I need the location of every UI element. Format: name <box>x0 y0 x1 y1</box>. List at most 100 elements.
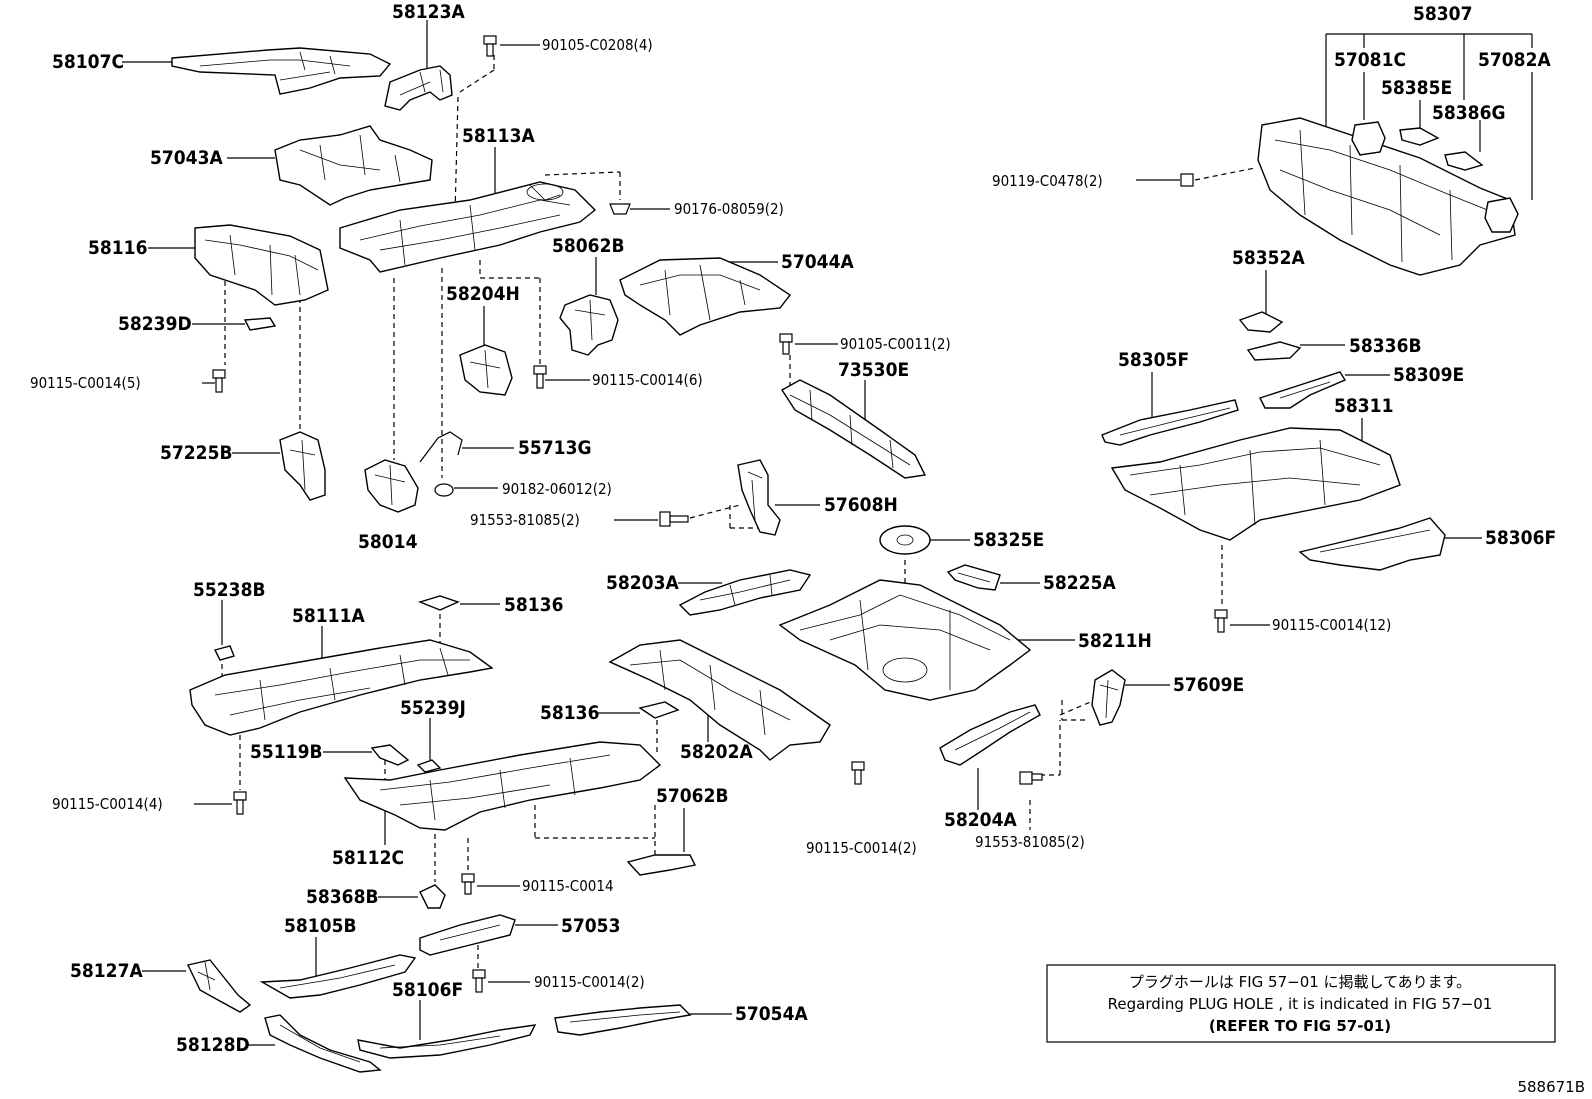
label-58136-a: 58136 <box>504 594 563 616</box>
nut-icon <box>434 483 454 497</box>
part-58107C <box>171 47 392 95</box>
label-58239D: 58239D <box>118 313 192 335</box>
note-line-refer: (REFER TO FIG 57-01) <box>1209 1017 1391 1035</box>
part-58352A <box>1238 311 1284 333</box>
bolt-icon <box>851 761 865 785</box>
label-58107C: 58107C <box>52 51 124 73</box>
label-90115-single: 90115-C0014 <box>522 877 614 895</box>
label-90176: 90176-08059(2) <box>674 200 784 218</box>
label-58202A: 58202A <box>680 741 753 763</box>
part-58062B <box>559 294 619 356</box>
label-57044A: 57044A <box>781 251 854 273</box>
part-58113A <box>339 181 597 273</box>
part-57225B <box>279 431 326 501</box>
label-58136-b: 58136 <box>540 702 599 724</box>
label-58111A: 58111A <box>292 605 365 627</box>
label-58225A: 58225A <box>1043 572 1116 594</box>
part-58202A <box>608 639 831 761</box>
label-58123A: 58123A <box>392 1 465 23</box>
label-58325E: 58325E <box>973 529 1044 551</box>
label-90115-5: 90115-C0014(5) <box>30 374 141 392</box>
label-90105-C0208: 90105-C0208(4) <box>542 36 653 54</box>
part-55119B <box>370 744 410 766</box>
label-58204A: 58204A <box>944 809 1017 831</box>
label-58113A: 58113A <box>462 125 535 147</box>
label-90182: 90182-06012(2) <box>502 480 612 498</box>
part-58325E <box>879 525 931 555</box>
part-55713G <box>419 431 463 463</box>
bolt-icon <box>233 791 247 815</box>
part-58136-upper <box>417 595 460 611</box>
label-57225B: 57225B <box>160 442 233 464</box>
part-58211H <box>778 579 1032 701</box>
label-57609E: 57609E <box>1173 674 1244 696</box>
part-labels: 58123A 90105-C0208(4) 58107C 57043A 5811… <box>30 1 1556 1056</box>
reference-note: プラグホールは FIG 57−01 に掲載してあります。 Regarding P… <box>1046 964 1556 1043</box>
label-55713G: 55713G <box>518 437 592 459</box>
label-91553-a: 91553-81085(2) <box>470 511 580 529</box>
label-90105-C0011: 90105-C0011(2) <box>840 335 951 353</box>
part-57609E <box>1091 669 1126 726</box>
label-57053: 57053 <box>561 915 620 937</box>
label-58204H: 58204H <box>446 283 520 305</box>
label-55119B: 55119B <box>250 741 323 763</box>
label-55239J: 55239J <box>400 697 466 719</box>
label-73530E: 73530E <box>838 359 909 381</box>
label-57081C: 57081C <box>1334 49 1406 71</box>
bolt-icon <box>212 369 226 393</box>
part-58204H <box>459 344 513 396</box>
label-57054A: 57054A <box>735 1003 808 1025</box>
label-90115-2a: 90115-C0014(2) <box>806 839 917 857</box>
part-55238B <box>213 645 235 661</box>
bolt-icon <box>1019 771 1043 785</box>
label-58385E: 58385E <box>1381 77 1452 99</box>
figure-number: 588671B <box>1517 1078 1585 1096</box>
label-58127A: 58127A <box>70 960 143 982</box>
part-57054A <box>554 1004 692 1036</box>
part-58368B <box>419 884 446 909</box>
part-57053 <box>419 914 516 956</box>
note-line-jp: プラグホールは FIG 57−01 に掲載してあります。 <box>1129 973 1471 991</box>
part-55239J <box>416 759 442 773</box>
label-58386G: 58386G <box>1432 102 1506 124</box>
label-91553-b: 91553-81085(2) <box>975 833 1085 851</box>
part-58127A <box>186 959 252 1013</box>
part-58203A <box>678 569 812 616</box>
label-58306F: 58306F <box>1485 527 1556 549</box>
label-58105B: 58105B <box>284 915 357 937</box>
label-58106F: 58106F <box>392 979 463 1001</box>
bolt-icon <box>483 35 497 57</box>
label-57082A: 57082A <box>1478 49 1551 71</box>
part-58386G <box>1444 151 1484 171</box>
clip-icon <box>609 203 631 215</box>
label-58311: 58311 <box>1334 395 1393 417</box>
label-58336B: 58336B <box>1349 335 1422 357</box>
part-58111A <box>189 639 494 736</box>
label-58305F: 58305F <box>1118 349 1189 371</box>
part-58123A <box>384 65 453 111</box>
label-57043A: 57043A <box>150 147 223 169</box>
label-58203A: 58203A <box>606 572 679 594</box>
part-58336B <box>1246 341 1302 361</box>
leader-lines <box>122 20 1533 1046</box>
label-90115-4: 90115-C0014(4) <box>52 795 163 813</box>
part-57082A <box>1484 197 1519 233</box>
part-58204A <box>939 704 1041 766</box>
part-58106F <box>357 1024 537 1059</box>
part-57062B <box>626 854 697 876</box>
label-90115-12: 90115-C0014(12) <box>1272 616 1391 634</box>
label-58116: 58116 <box>88 237 147 259</box>
label-57062B: 57062B <box>656 785 729 807</box>
part-58311 <box>1110 427 1401 541</box>
label-58352A: 58352A <box>1232 247 1305 269</box>
part-57608H <box>737 459 781 536</box>
part-58309E <box>1259 371 1347 409</box>
label-58062B: 58062B <box>552 235 625 257</box>
bolt-icon <box>461 873 475 895</box>
part-73530E <box>781 379 927 479</box>
label-55238B: 55238B <box>193 579 266 601</box>
part-58112C <box>343 741 662 831</box>
bolt-icon <box>1180 173 1194 187</box>
part-58116 <box>194 224 329 306</box>
